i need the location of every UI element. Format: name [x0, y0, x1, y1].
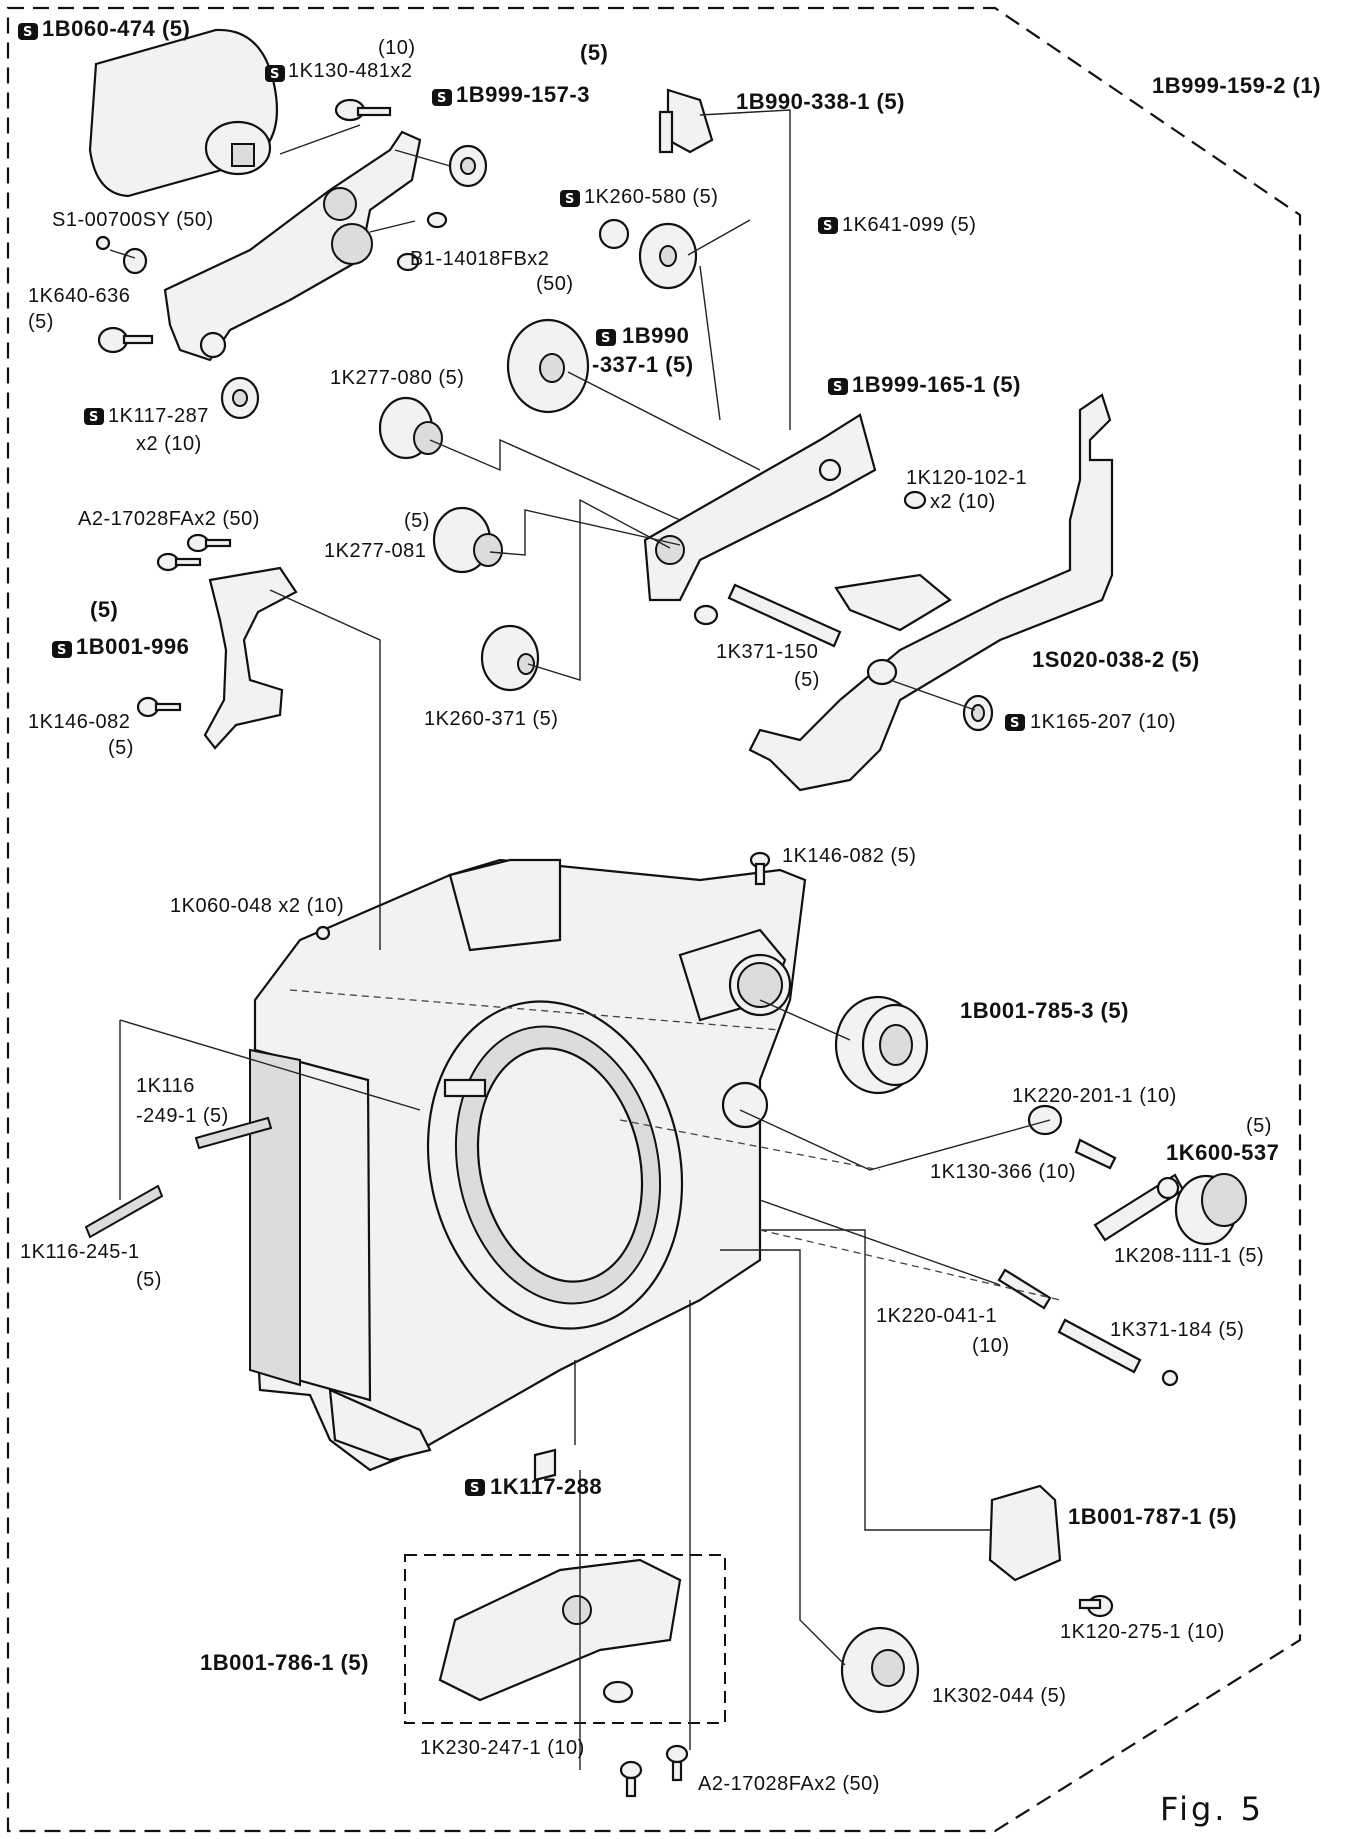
label-shaft-150: 1K371-150	[716, 641, 818, 663]
label-spring-041: 1K220-041-1	[876, 1305, 997, 1327]
label-screw-146-top: 1K146-082 (5)	[782, 845, 916, 867]
label-screw-102: 1K120-102-1	[906, 467, 1027, 489]
pin-1k130-366	[1074, 1138, 1117, 1170]
label-plate-157: 1B999-157-3	[456, 82, 590, 107]
label-cam-044: 1K302-044 (5)	[932, 1685, 1066, 1707]
switch-1b990-338	[658, 88, 714, 154]
label-disc-641: 1K641-099 (5)	[842, 214, 976, 236]
screws-1k130	[334, 98, 448, 229]
assembly-boundary	[6, 6, 1302, 1833]
collar-and-washer	[95, 235, 420, 354]
label-switch-338: 1B990-338-1 (5)	[736, 89, 905, 114]
label-collar-636-qty: (5)	[28, 311, 54, 333]
gear-1k277-080	[378, 396, 443, 460]
center-axes	[289, 989, 1061, 1301]
label-pad-249-b: -249-1 (5)	[136, 1105, 229, 1127]
lever-1k208-111	[1093, 1173, 1185, 1242]
gear-1b990-337	[506, 318, 590, 414]
screws-a2-bottom	[619, 1744, 689, 1798]
label-spring-247: 1K230-247-1 (10)	[420, 1737, 585, 1759]
label-spring-041-qty: (10)	[972, 1335, 1010, 1357]
leader-lines	[109, 109, 1051, 1770]
label-gear-337-a: 1B990	[622, 323, 689, 348]
label-gear-081: 1K277-081	[324, 540, 426, 562]
label-screw-a2-bottom: A2-17028FAx2 (50)	[698, 1773, 880, 1795]
label-switch-787: 1B001-787-1 (5)	[1068, 1504, 1237, 1529]
pads	[84, 1116, 273, 1239]
knob-1k600-537	[1174, 1173, 1247, 1246]
screw-1k146-082-top	[749, 851, 771, 886]
label-plate-165: 1B999-165-1 (5)	[852, 372, 1021, 397]
label-screw-b1: B1-14018FBx2	[410, 248, 549, 270]
label-lever-111: 1K208-111-1 (5)	[1114, 1245, 1264, 1267]
label-screw-102-qty: x2 (10)	[930, 491, 996, 513]
label-sheet-288: 1K117-288	[490, 1474, 602, 1499]
label-roller-287-qty: x2 (10)	[136, 433, 202, 455]
label-washer-048: 1K060-048 x2 (10)	[170, 895, 344, 917]
label-knob-537: 1K600-537	[1166, 1140, 1279, 1165]
motor	[88, 28, 279, 198]
lever-1b001-786	[438, 1558, 682, 1702]
label-pin-366: 1K130-366 (10)	[930, 1161, 1076, 1183]
washer-1k060-048	[315, 925, 331, 941]
label-gear-081-qty: (5)	[404, 510, 430, 532]
label-screw-130-qty: (10)	[378, 37, 416, 59]
label-screw-130: 1K130-481x2	[288, 60, 412, 82]
label-pad-249-a: 1K116	[136, 1075, 195, 1097]
label-gear-080: 1K277-080 (5)	[330, 367, 464, 389]
label-shaft-150-qty: (5)	[794, 669, 820, 691]
spring-1k220-201	[1027, 1104, 1063, 1136]
cam-1k302-044	[840, 1626, 920, 1714]
switch-1b001-787	[988, 1484, 1062, 1582]
label-pad-245: 1K116-245-1	[20, 1241, 140, 1263]
sheet-1k117-288	[533, 1448, 557, 1482]
label-washer-s1: S1-00700SY (50)	[52, 209, 214, 231]
label-roller-287: 1K117-287	[108, 405, 209, 427]
lever-1s020-038	[748, 393, 1114, 792]
part-labels: 1B060-474 (5) (10) 1K130-481x2 (5) 1B999…	[20, 16, 1321, 1828]
washer-1k165-207	[962, 694, 994, 732]
gear-1k260-580	[598, 218, 630, 250]
label-gear-371: 1K260-371 (5)	[424, 708, 558, 730]
shaft-1k371-150	[727, 583, 842, 648]
bracket-1b001-996	[203, 566, 298, 750]
sub-assembly-boundary	[404, 1554, 726, 1724]
label-gear-580: 1K260-580 (5)	[584, 186, 718, 208]
label-collar-636: 1K640-636	[28, 285, 130, 307]
ring-1b001-785	[834, 995, 929, 1095]
disc-1k641-099	[638, 222, 698, 290]
label-lever-038: 1S020-038-2 (5)	[1032, 647, 1200, 672]
screws-a2-top	[136, 533, 232, 718]
gear-1k277-081	[432, 506, 503, 574]
label-bracket-996-qty: (5)	[90, 597, 118, 622]
screw-1k120-275	[1078, 1594, 1114, 1618]
plate-1b999-165	[643, 413, 877, 602]
label-pad-245-qty: (5)	[136, 1269, 162, 1291]
spring-1k220-041	[997, 1268, 1052, 1310]
label-plate-157-qty: (5)	[580, 40, 608, 65]
gear-drive-plate	[163, 130, 422, 362]
figure-label: Fig. 5	[1160, 1790, 1264, 1828]
label-screw-b1-qty: (50)	[536, 273, 574, 295]
label-washer-207: 1K165-207 (10)	[1030, 711, 1176, 733]
spring-1k230-247	[602, 1680, 634, 1704]
label-lever-786: 1B001-786-1 (5)	[200, 1650, 369, 1675]
label-group: 1B999-159-2 (1)	[1152, 73, 1321, 98]
label-spring-201: 1K220-201-1 (10)	[1012, 1085, 1177, 1107]
shaft-1k371-184	[1057, 1318, 1179, 1387]
label-screw-146-left-qty: (5)	[108, 737, 134, 759]
label-screw-a2-top: A2-17028FAx2 (50)	[78, 508, 260, 530]
label-screw-275: 1K120-275-1 (10)	[1060, 1621, 1225, 1643]
gear-1k260-371	[480, 624, 540, 692]
label-shaft-184: 1K371-184 (5)	[1110, 1319, 1244, 1341]
label-gear-337-b: -337-1 (5)	[592, 352, 694, 377]
mirror-box-frame	[249, 858, 807, 1472]
screw-1k120-102	[693, 490, 927, 626]
label-bracket-996: 1B001-996	[76, 634, 189, 659]
label-knob-537-qty: (5)	[1246, 1115, 1272, 1137]
label-screw-146-left: 1K146-082	[28, 711, 130, 733]
label-ring-785: 1B001-785-3 (5)	[960, 998, 1129, 1023]
label-motor: 1B060-474 (5)	[42, 16, 190, 41]
